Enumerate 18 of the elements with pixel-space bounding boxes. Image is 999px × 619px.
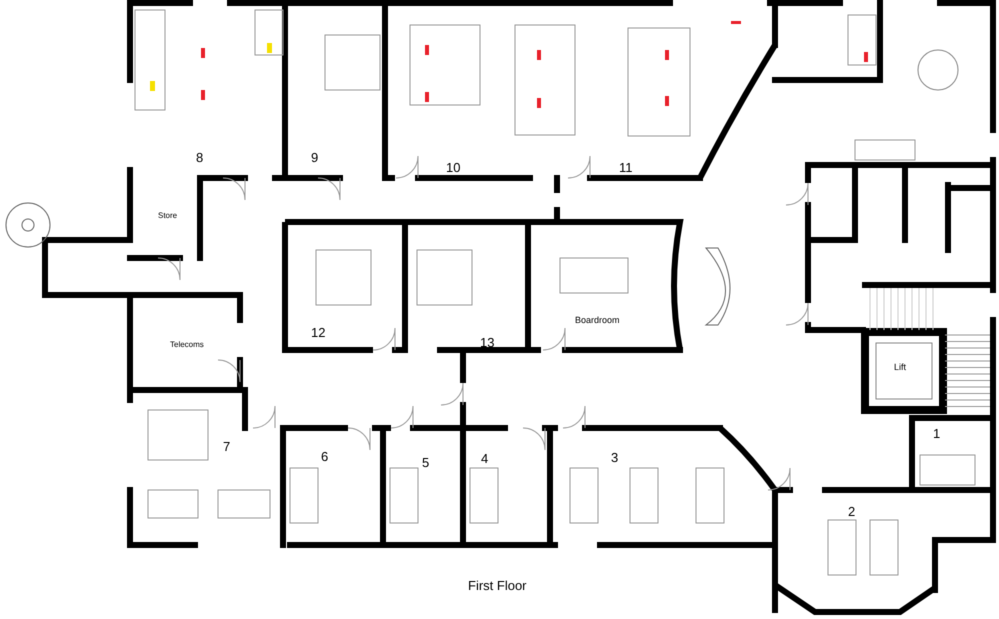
room-number: 10 xyxy=(446,161,460,174)
room-number: 5 xyxy=(422,456,430,469)
room-label: Store xyxy=(158,212,178,220)
room-label: Lift xyxy=(894,363,906,372)
room-label: Boardroom xyxy=(575,316,620,325)
room-number: 13 xyxy=(480,336,494,349)
room-label: Telecoms xyxy=(170,341,204,349)
floor-caption: First Floor xyxy=(468,579,526,592)
room-number: 9 xyxy=(311,151,318,164)
room-number: 1 xyxy=(933,427,940,440)
room-number: 6 xyxy=(321,450,328,463)
room-number: 3 xyxy=(611,451,618,464)
room-number: 8 xyxy=(196,151,204,164)
room-number: 4 xyxy=(481,452,488,465)
room-number: 12 xyxy=(311,326,326,339)
room-number: 2 xyxy=(848,505,856,518)
room-number: 11 xyxy=(619,161,632,174)
room-number: 7 xyxy=(223,440,230,453)
